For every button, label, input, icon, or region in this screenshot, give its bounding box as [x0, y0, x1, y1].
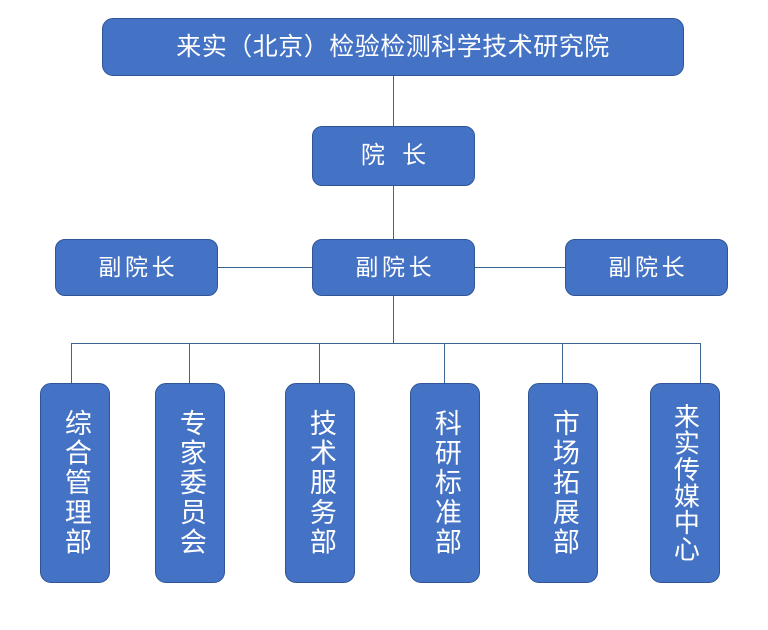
connector-bus-to-dept-6: [700, 343, 701, 384]
department-label: 科研标准部: [430, 408, 461, 558]
node-department-expert-committee[interactable]: 专家委员会: [155, 383, 225, 583]
connector-bus-to-dept-3: [319, 343, 320, 384]
node-department-laishi-media-center[interactable]: 来实传媒中心: [650, 383, 720, 583]
connector-bus-to-dept-5: [562, 343, 563, 384]
node-vice-director-3[interactable]: 副院长: [565, 239, 728, 296]
node-department-technical-service[interactable]: 技术服务部: [285, 383, 355, 583]
connector-bus-to-dept-4: [444, 343, 445, 384]
connector-vice-to-bus: [393, 296, 394, 343]
connector-department-bus: [71, 343, 700, 344]
connector-root-to-director: [393, 76, 394, 126]
connector-vice-right-link: [475, 267, 565, 268]
connector-bus-to-dept-2: [189, 343, 190, 384]
department-label: 技术服务部: [305, 408, 336, 558]
node-department-general-management[interactable]: 综合管理部: [40, 383, 110, 583]
department-label: 综合管理部: [60, 408, 91, 558]
node-institute-root[interactable]: 来实（北京）检验检测科学技术研究院: [102, 18, 684, 76]
node-director[interactable]: 院 长: [312, 126, 475, 186]
department-label: 市场拓展部: [548, 408, 579, 558]
connector-vice-left-link: [218, 267, 312, 268]
department-label: 专家委员会: [175, 408, 206, 558]
department-label: 来实传媒中心: [670, 403, 701, 563]
node-vice-director-1[interactable]: 副院长: [55, 239, 218, 296]
node-vice-director-2[interactable]: 副院长: [312, 239, 475, 296]
connector-director-to-vice: [393, 186, 394, 239]
connector-bus-to-dept-1: [71, 343, 72, 384]
node-department-research-standards[interactable]: 科研标准部: [410, 383, 480, 583]
node-department-market-development[interactable]: 市场拓展部: [528, 383, 598, 583]
